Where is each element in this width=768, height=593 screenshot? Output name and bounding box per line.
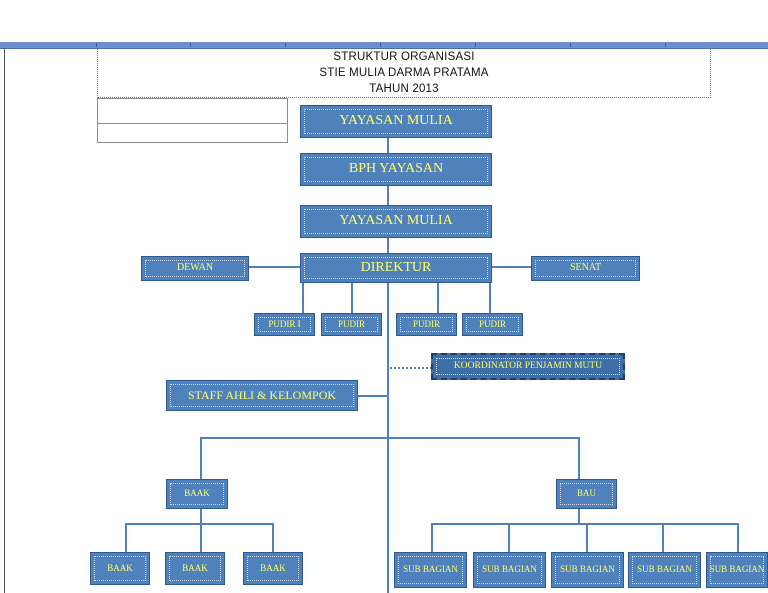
ruler xyxy=(0,42,768,49)
connector-sub-bagian xyxy=(737,523,739,553)
node-senat: SENAT xyxy=(531,256,640,281)
ruler-tick xyxy=(665,43,666,47)
ruler-tick xyxy=(475,43,476,47)
connector-staff-ahli xyxy=(357,395,388,397)
ruler-tick xyxy=(380,43,381,47)
title-line-2: STIE MULIA DARMA PRATAMA xyxy=(319,67,489,79)
node-dewan: DEWAN xyxy=(141,256,249,281)
node-pudir-4: PUDIR xyxy=(462,313,523,336)
node-yayasan-mulia-top: YAYASAN MULIA xyxy=(300,105,492,138)
ruler-tick xyxy=(570,43,571,47)
connector-baak-down xyxy=(200,508,202,524)
connector-sub-bagian xyxy=(508,523,510,553)
node-direktur: DIREKTUR xyxy=(300,253,492,283)
node-label: SUB BAGIAN xyxy=(637,564,692,575)
title-box: STRUKTUR ORGANISASI STIE MULIA DARMA PRA… xyxy=(97,48,711,98)
connector-sub-bagian xyxy=(586,523,588,553)
node-label: BAAK xyxy=(184,488,210,499)
connector-senat xyxy=(492,266,532,268)
node-sub-bagian-5: SUB BAGIAN xyxy=(706,552,768,588)
connector-baak-horizontal xyxy=(125,523,273,525)
connector-baak-sub xyxy=(200,523,202,553)
node-label: BAAK xyxy=(260,562,286,573)
title-line-3: TAHUN 2013 xyxy=(369,83,439,95)
node-bph-yayasan: BPH YAYASAN xyxy=(300,153,492,186)
node-baak: BAAK xyxy=(166,479,228,509)
connector-branch-horizontal xyxy=(200,437,580,439)
node-label: SENAT xyxy=(569,262,602,274)
empty-cell xyxy=(97,98,288,124)
empty-cell xyxy=(97,123,288,143)
ruler-tick xyxy=(96,43,97,47)
connector-main-vertical xyxy=(387,137,389,593)
title-line-1: STRUKTUR ORGANISASI xyxy=(333,51,475,63)
node-yayasan-mulia-second: YAYASAN MULIA xyxy=(300,205,492,238)
node-pudir-2: PUDIR xyxy=(321,313,382,336)
node-label: SUB BAGIAN xyxy=(482,564,537,575)
connector-koordinator xyxy=(390,367,432,369)
node-pudir-3: PUDIR xyxy=(396,313,457,336)
connector-bau-horizontal xyxy=(431,523,738,525)
node-sub-bagian-4: SUB BAGIAN xyxy=(628,552,701,588)
node-label: SUB BAGIAN xyxy=(709,564,765,575)
node-baak-sub-2: BAAK xyxy=(165,552,225,585)
node-sub-bagian-1: SUB BAGIAN xyxy=(394,552,467,588)
node-label: BPH YAYASAN xyxy=(348,161,444,177)
node-koordinator-penjamin-mutu: KOORDINATOR PENJAMIN MUTU xyxy=(431,353,625,380)
node-label: PUDIR xyxy=(478,318,506,329)
connector-sub-bagian xyxy=(431,523,433,553)
node-bau: BAU xyxy=(556,479,617,509)
node-label: BAU xyxy=(576,488,596,499)
ruler-tick xyxy=(190,43,191,47)
ruler-tick xyxy=(285,43,286,47)
node-label: DEWAN xyxy=(176,262,214,274)
node-label: SUB BAGIAN xyxy=(403,564,458,575)
node-label: SUB BAGIAN xyxy=(560,564,615,575)
connector-pudir-2 xyxy=(351,283,353,314)
connector-baak-sub xyxy=(125,523,127,553)
connector-bau-down xyxy=(578,508,580,524)
connector-dewan xyxy=(248,266,300,268)
node-baak-sub-1: BAAK xyxy=(90,552,150,585)
node-baak-sub-3: BAAK xyxy=(243,552,303,585)
node-label: STAFF AHLI & KELOMPOK xyxy=(187,388,337,403)
node-staff-ahli-kelompok: STAFF AHLI & KELOMPOK xyxy=(166,380,358,411)
node-pudir-1: PUDIR I xyxy=(254,313,315,336)
connector-pudir-1 xyxy=(302,283,304,314)
node-label: YAYASAN MULIA xyxy=(339,213,453,229)
node-label: BAAK xyxy=(182,562,208,573)
node-label: PUDIR xyxy=(412,318,440,329)
node-label: YAYASAN MULIA xyxy=(339,113,453,129)
node-label: BAAK xyxy=(107,562,133,573)
node-sub-bagian-2: SUB BAGIAN xyxy=(473,552,546,588)
page-edge xyxy=(4,48,5,593)
connector-pudir-4 xyxy=(489,283,491,314)
node-label: PUDIR xyxy=(337,318,365,329)
node-sub-bagian-3: SUB BAGIAN xyxy=(551,552,624,588)
connector-bau xyxy=(578,437,580,480)
node-label: PUDIR I xyxy=(268,318,301,329)
connector-baak xyxy=(200,437,202,480)
node-label: KOORDINATOR PENJAMIN MUTU xyxy=(453,360,603,371)
connector-pudir-3 xyxy=(437,283,439,314)
node-label: DIREKTUR xyxy=(360,259,432,275)
connector-sub-bagian xyxy=(662,523,664,553)
connector-baak-sub xyxy=(272,523,274,553)
